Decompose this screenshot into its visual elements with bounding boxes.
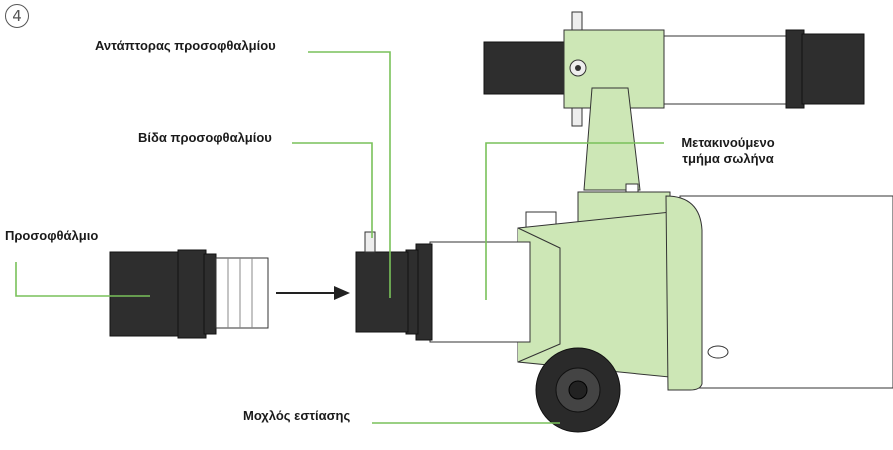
finder-objective: [801, 33, 865, 105]
insert-arrow: [276, 286, 350, 300]
label-eyepiece-adapter: Αντάπτορας προσοφθαλμίου: [95, 38, 276, 53]
finder-post: [583, 87, 641, 191]
finder-tube: [663, 35, 789, 105]
label-movable-tube: Μετακινούμενο τμήμα σωλήνα: [668, 135, 788, 167]
finder-eyepiece-back: [483, 41, 575, 95]
leader-adapter: [308, 51, 391, 298]
leader-lines: [15, 51, 664, 424]
step-number-badge: 4: [5, 4, 29, 28]
finder-scope: [483, 11, 865, 203]
eyepiece-screw: [364, 231, 376, 253]
leader-screw: [292, 142, 373, 238]
label-focus-knob: Μοχλός εστίασης: [243, 408, 351, 423]
main-tube: [679, 195, 893, 389]
drawtube: [429, 241, 531, 343]
label-movable-tube-line1: Μετακινούμενο: [681, 135, 775, 150]
label-eyepiece: Προσοφθάλμιο: [5, 228, 99, 243]
eyepiece: [109, 249, 269, 339]
finder-screw-bottom: [571, 107, 583, 127]
focus-knob: [535, 347, 621, 433]
eyepiece-adapter: [355, 231, 433, 341]
finder-ring: [785, 29, 805, 109]
label-movable-tube-line2: τμήμα σωλήνα: [682, 151, 774, 166]
leader-eyepiece: [15, 262, 150, 297]
leader-tube: [485, 142, 664, 300]
focuser-housing: [517, 191, 703, 391]
label-eyepiece-screw: Βίδα προσοφθαλμίου: [138, 130, 272, 145]
finder-screw-top: [571, 11, 583, 31]
